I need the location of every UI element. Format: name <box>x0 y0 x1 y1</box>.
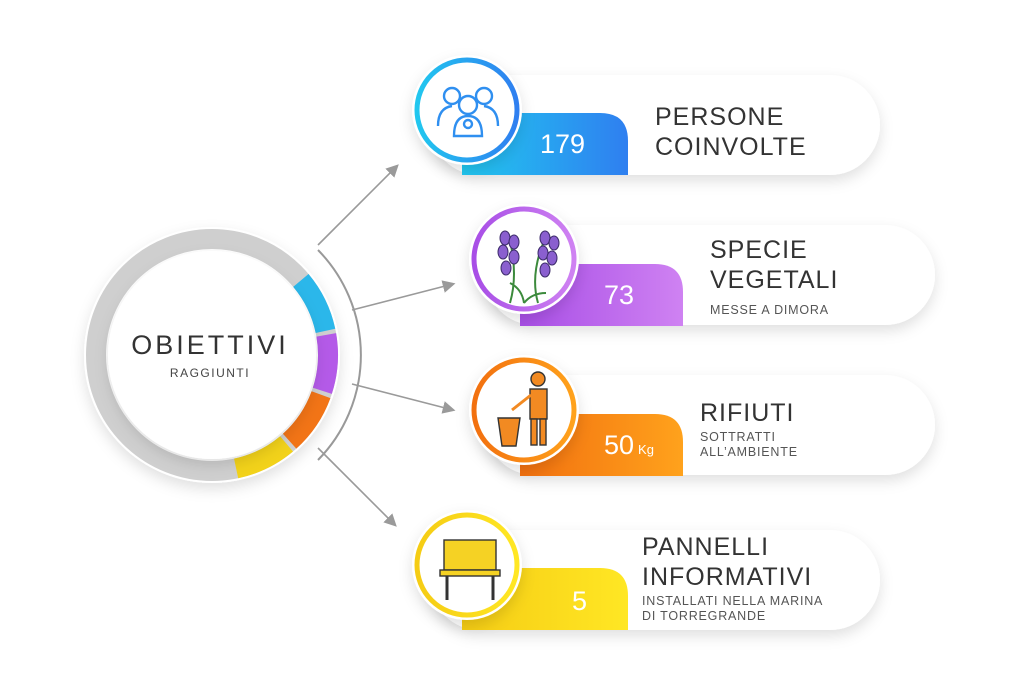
center-title: OBIETTIVI <box>131 330 289 360</box>
value-pannelli: 5 <box>572 586 588 616</box>
title-line: VEGETALI <box>710 266 839 294</box>
arrow-to-rifiuti <box>351 383 456 414</box>
label-persone: PERSONE COINVOLTE <box>655 102 807 162</box>
label-pannelli: PANNELLI INFORMATIVI INSTALLATI NELLA MA… <box>642 532 823 624</box>
value-specie: 73 <box>604 280 635 310</box>
card-persone <box>412 55 880 175</box>
connector-arrows <box>317 164 456 527</box>
title-line: COINVOLTE <box>655 133 807 161</box>
title-line: SPECIE <box>710 236 808 264</box>
ring-segment-yellow <box>233 436 293 479</box>
title-line: PANNELLI <box>642 533 770 561</box>
card-specie <box>469 204 935 326</box>
people-icon <box>436 86 500 138</box>
label-specie: SPECIE VEGETALI MESSE A DIMORA <box>710 235 838 318</box>
subtitle-line: SOTTRATTI <box>700 430 776 444</box>
ring-segment-purple <box>312 333 338 394</box>
subtitle-line: MESSE A DIMORA <box>710 303 829 317</box>
outer-arc <box>317 249 362 461</box>
trash-person-icon <box>497 371 548 447</box>
value-persone: 179 <box>540 129 586 159</box>
arrow-to-specie <box>351 280 456 311</box>
title-line: INFORMATIVI <box>642 563 813 591</box>
title-line: PERSONE <box>655 103 785 131</box>
ring-segment-blue <box>293 274 336 334</box>
card-pannelli <box>412 510 880 630</box>
title-line: RIFIUTI <box>700 399 795 427</box>
arrow-to-persone <box>317 164 399 246</box>
ring-segment-orange <box>282 390 331 449</box>
info-panel-icon <box>439 539 501 600</box>
center-hub <box>84 227 362 483</box>
subtitle-line: DI TORREGRANDE <box>642 609 766 623</box>
label-rifiuti: RIFIUTI SOTTRATTI ALL’AMBIENTE <box>700 398 798 460</box>
lavender-icon <box>497 230 560 304</box>
subtitle-line: INSTALLATI NELLA MARINA <box>642 594 824 608</box>
center-subtitle: RAGGIUNTI <box>169 366 251 380</box>
arrow-to-pannelli <box>317 447 397 527</box>
subtitle-line: ALL’AMBIENTE <box>700 445 798 459</box>
card-rifiuti <box>469 355 935 476</box>
value-unit: Kg <box>638 442 654 457</box>
